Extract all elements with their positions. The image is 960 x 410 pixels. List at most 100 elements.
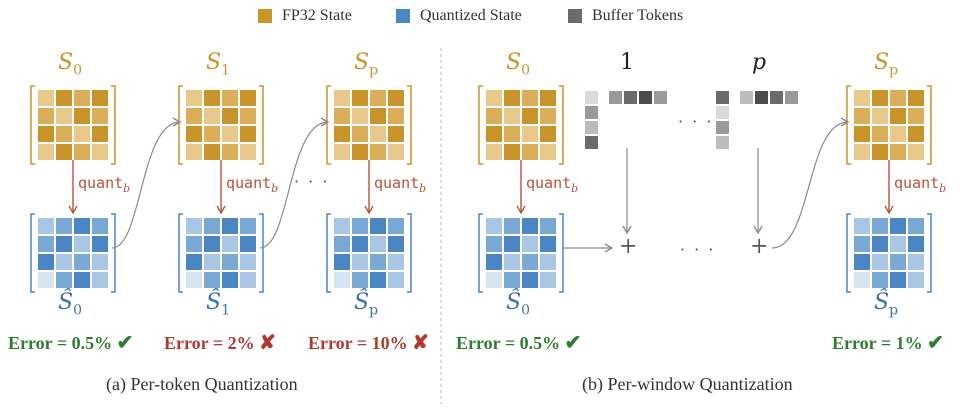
fp32-matrix-b0-cell — [522, 126, 538, 142]
quantized-matrix-b0-right-bracket — [559, 213, 564, 293]
carry-arrow-a1 — [259, 121, 329, 249]
quantized-matrix-a0-cell — [56, 254, 72, 270]
fp32-matrix-b1-cell — [890, 108, 906, 124]
quantized-matrix-a2-left-bracket — [326, 213, 331, 293]
check-icon: ✔ — [927, 332, 944, 354]
caption-b: (b) Per-window Quantization — [582, 374, 793, 394]
state-s0-hat-label-b: Ŝ0 — [506, 290, 530, 319]
buffer-swatch-icon — [568, 9, 582, 23]
fp32-matrix-a0-cell — [92, 144, 108, 160]
quantized-matrix-a2-cell — [334, 272, 350, 288]
quantized-matrix-a1-cell — [204, 236, 220, 252]
buffer-block-1-htoken — [654, 91, 667, 104]
buffer-block-1-htoken — [639, 91, 652, 104]
fp32-matrix-a2-cell — [334, 144, 350, 160]
fp32-matrix-b1-cell — [908, 126, 924, 142]
quantized-matrix-a0-cell — [56, 272, 72, 288]
fp32-matrix-b0-cell — [522, 108, 538, 124]
quantized-matrix-b1-cell — [890, 236, 906, 252]
fp32-matrix-a0-cell — [38, 108, 54, 124]
buffer-block-p-vtoken — [716, 136, 729, 149]
quantized-matrix-a2-cell — [334, 218, 350, 234]
sum-arrowhead — [604, 243, 614, 253]
fp32-matrix-a1-cell — [240, 126, 256, 142]
fp32-matrix-a0-cell — [56, 144, 72, 160]
buffer-block-1-vtoken — [585, 121, 598, 134]
quantized-matrix-a0-cell — [38, 272, 54, 288]
quantized-matrix-b1-cell — [908, 236, 924, 252]
quantized-matrix-a0-cell — [56, 218, 72, 234]
fp32-matrix-a2-cell — [334, 126, 350, 142]
fp32-matrix-b0-cell — [540, 126, 556, 142]
quantized-matrix-a1-cell — [222, 218, 238, 234]
quantized-matrix-b1-cell — [854, 218, 870, 234]
fp32-matrix-a2-cell — [334, 108, 350, 124]
quantized-matrix-a2-cell — [334, 236, 350, 252]
cross-icon: ✘ — [412, 332, 429, 354]
quantized-matrix-a2-cell — [352, 272, 368, 288]
fp32-matrix-b0-cell — [504, 90, 520, 106]
quantized-matrix-a0-cell — [74, 218, 90, 234]
quantized-matrix-b0-cell — [540, 218, 556, 234]
buffer-block-1-htoken — [609, 91, 622, 104]
quantized-swatch-icon — [396, 9, 410, 23]
fp32-matrix-b1-cell — [872, 126, 888, 142]
fp32-matrix-a1-right-bracket — [259, 85, 264, 165]
fp32-matrix-b0-cell — [522, 144, 538, 160]
fp32-matrix-a0-cell — [56, 108, 72, 124]
quantized-matrix-b0-cell — [504, 254, 520, 270]
fp32-matrix-a1-cell — [186, 90, 202, 106]
quantized-matrix-a1-cell — [222, 254, 238, 270]
buffer-block-p-htoken — [740, 91, 753, 104]
quantized-matrix-a2-cell — [334, 254, 350, 270]
quant-label-b0: quantb — [526, 174, 579, 195]
fp32-matrix-b1-cell — [890, 90, 906, 106]
quant-arrowhead-a0 — [68, 205, 78, 215]
quantized-matrix-a1-cell — [222, 272, 238, 288]
quantized-matrix-b1-cell — [854, 272, 870, 288]
legend-label-quantized: Quantized State — [420, 7, 522, 24]
buffer-block-p-htoken — [770, 91, 783, 104]
quantized-matrix-a0-cell — [56, 236, 72, 252]
quantized-matrix-b0-cell — [504, 236, 520, 252]
carry-arrow-a0 — [111, 121, 181, 249]
quantized-matrix-b0-cell — [486, 236, 502, 252]
quantized-matrix-b0-cell — [522, 254, 538, 270]
error-b1: Error = 1% ✔ — [832, 332, 944, 354]
fp32-matrix-b0-cell — [486, 90, 502, 106]
quantized-matrix-a0-cell — [92, 254, 108, 270]
quantized-matrix-a0-cell — [38, 254, 54, 270]
check-icon: ✔ — [564, 332, 582, 354]
legend-item-quantized: Quantized State — [396, 4, 522, 28]
fp32-matrix-a2-cell — [352, 90, 368, 106]
fp32-matrix-b1-cell — [908, 144, 924, 160]
fp32-matrix-a2-left-bracket — [326, 85, 331, 165]
quantized-matrix-b1-right-bracket — [927, 213, 932, 293]
fp32-matrix-b1-left-bracket — [846, 85, 851, 165]
quantized-matrix-a1-right-bracket — [259, 213, 264, 293]
fp32-matrix-b0-cell — [540, 108, 556, 124]
buffer-block-1-vtoken — [585, 136, 598, 149]
fp32-matrix-a2-cell — [370, 144, 386, 160]
fp32-matrix-b0-cell — [504, 144, 520, 160]
quant-label-a2: quantb — [374, 174, 427, 195]
fp32-matrix-b0-left-bracket — [478, 85, 483, 165]
state-sp-label: Sp — [354, 50, 379, 79]
fp32-matrix-b1-cell — [872, 108, 888, 124]
ellipsis-b-top: · · · — [678, 112, 714, 131]
quant-arrowhead-b0 — [516, 205, 526, 215]
fp32-matrix-a1-cell — [222, 144, 238, 160]
quantized-matrix-b1-cell — [890, 218, 906, 234]
fp32-matrix-b1-cell — [854, 108, 870, 124]
quantized-matrix-b1-cell — [854, 236, 870, 252]
quantized-matrix-a1-cell — [240, 254, 256, 270]
quantized-matrix-a1-cell — [204, 254, 220, 270]
fp32-matrix-b0-cell — [522, 90, 538, 106]
fp32-matrix-a1-cell — [222, 126, 238, 142]
legend-item-buffer: Buffer Tokens — [568, 4, 683, 28]
quant-label-a1: quantb — [226, 174, 279, 195]
check-icon: ✔ — [116, 332, 134, 354]
plus-sign-1: + — [619, 234, 638, 259]
state-s1-hat-label: Ŝ1 — [206, 290, 230, 319]
fp32-matrix-b1-cell — [872, 144, 888, 160]
